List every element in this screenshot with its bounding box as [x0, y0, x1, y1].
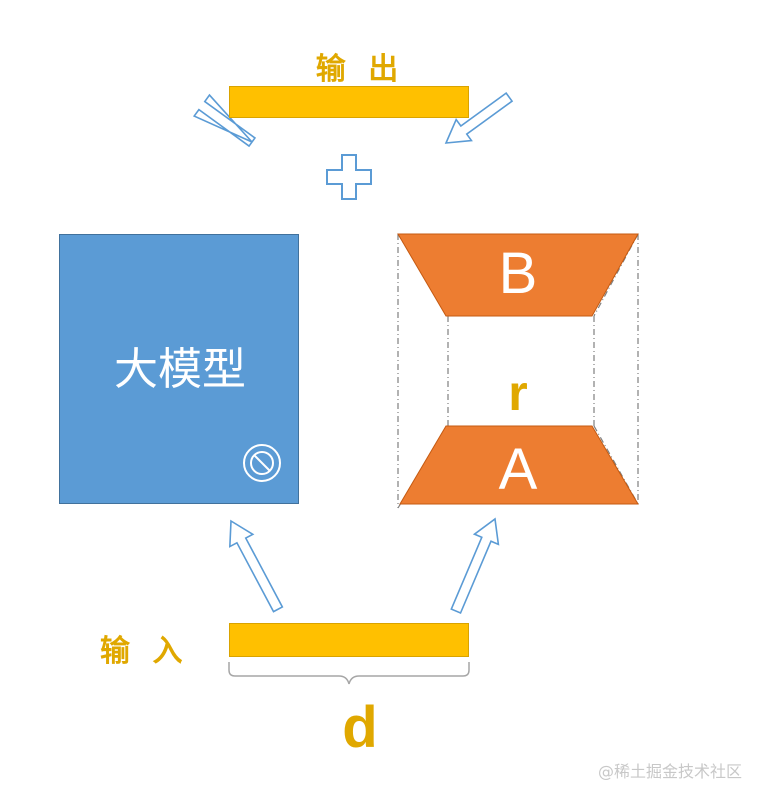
dimension-brace [228, 662, 470, 685]
large-model-block: 大模型 [59, 234, 299, 504]
arrow-model-to-output-icon [192, 93, 257, 148]
lora-b-matrix [397, 233, 639, 317]
plus-icon [326, 154, 372, 200]
watermark: @稀土掘金技术社区 [598, 762, 743, 781]
lora-rank-label: r [508, 365, 528, 421]
input-label: 输 入 [100, 634, 189, 669]
arrow-input-to-model-icon [228, 519, 284, 613]
output-label: 输 出 [315, 52, 405, 87]
dimension-label: d [342, 695, 378, 760]
lora-b-label: B [498, 241, 538, 306]
input-bar [229, 623, 469, 657]
arrow-input-to-lora-icon [450, 517, 500, 615]
large-model-title: 大模型 [114, 344, 246, 395]
arrow-lora-to-output-icon [444, 91, 514, 144]
lora-a-matrix [399, 425, 639, 505]
lora-a-label: A [498, 437, 538, 502]
output-bar [229, 86, 469, 118]
forbidden-circle-icon [243, 444, 281, 482]
